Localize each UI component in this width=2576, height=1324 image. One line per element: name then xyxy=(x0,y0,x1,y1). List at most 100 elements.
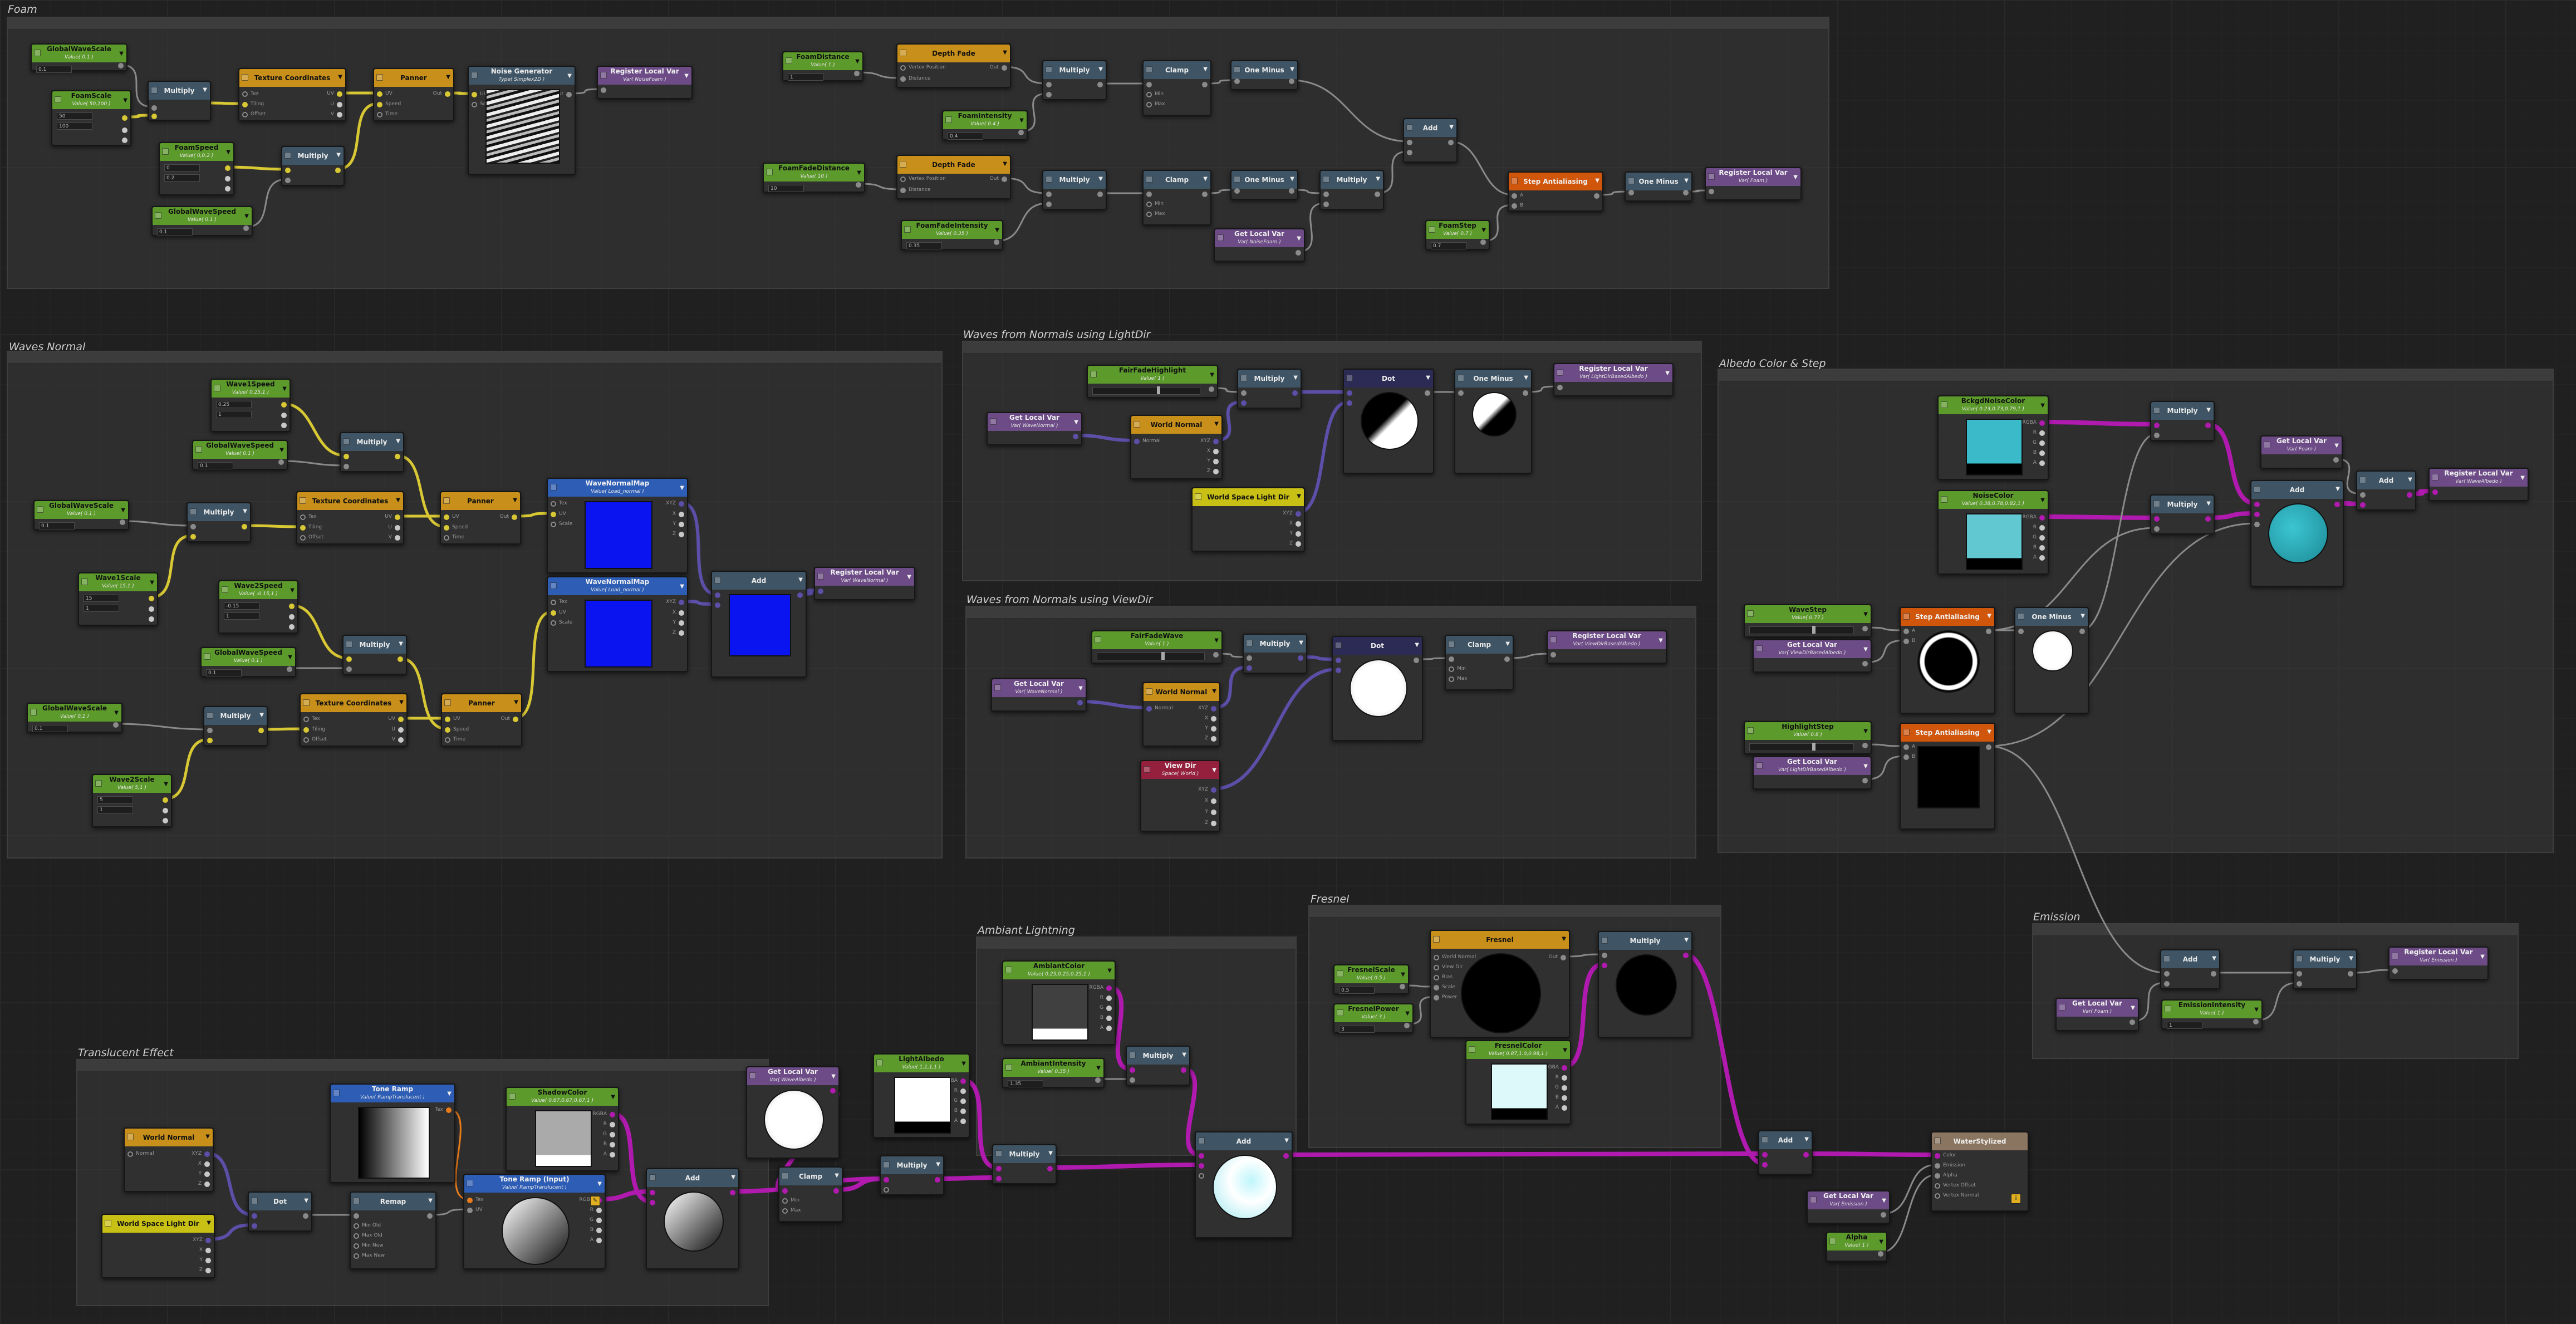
node-multiply-tr-2[interactable]: Multiply▼ xyxy=(992,1144,1057,1184)
node-header[interactable]: World Normal▼ xyxy=(1131,416,1221,434)
node-header[interactable]: Multiply▼ xyxy=(1599,932,1691,950)
output-port[interactable] xyxy=(2039,440,2045,446)
chevron-down-icon[interactable]: ▼ xyxy=(1684,937,1689,943)
input-port[interactable] xyxy=(1146,706,1152,712)
chevron-down-icon[interactable]: ▼ xyxy=(1048,1150,1053,1156)
output-port[interactable] xyxy=(337,112,342,117)
output-port[interactable] xyxy=(242,524,247,529)
output-port[interactable] xyxy=(679,522,684,527)
output-port[interactable] xyxy=(1209,386,1214,392)
input-port[interactable] xyxy=(190,534,196,540)
chevron-down-icon[interactable]: ▼ xyxy=(1481,227,1486,233)
input-port[interactable] xyxy=(377,102,382,107)
output-port[interactable] xyxy=(1095,1077,1101,1083)
input-port[interactable] xyxy=(551,522,556,527)
node-header[interactable]: Panner▼ xyxy=(374,69,453,87)
chevron-down-icon[interactable]: ▼ xyxy=(1212,767,1216,773)
input-port[interactable] xyxy=(551,620,556,626)
output-port[interactable] xyxy=(225,176,230,182)
input-port[interactable] xyxy=(551,512,556,517)
node-add-wn[interactable]: Add▼ xyxy=(711,571,807,678)
output-port[interactable] xyxy=(1106,1026,1112,1031)
input-port[interactable] xyxy=(2154,516,2160,522)
node-multiply-em[interactable]: Multiply▼ xyxy=(2293,949,2357,989)
node-header[interactable]: World Space Light Dir▼ xyxy=(102,1215,214,1233)
output-port[interactable] xyxy=(287,666,292,672)
node-header[interactable]: Add▼ xyxy=(647,1169,738,1187)
value-field[interactable]: 0.1 xyxy=(157,228,193,236)
input-port[interactable] xyxy=(1434,955,1439,960)
output-port[interactable] xyxy=(513,717,518,722)
output-port[interactable] xyxy=(1202,192,1208,197)
output-port[interactable] xyxy=(960,1099,966,1104)
input-port[interactable] xyxy=(551,610,556,616)
node-add-alb-2[interactable]: Add▼ xyxy=(2356,470,2416,511)
group-header[interactable] xyxy=(8,352,941,364)
node-header[interactable]: Dot▼ xyxy=(1333,637,1422,655)
value-field[interactable]: 0.5 xyxy=(1339,987,1375,994)
chevron-down-icon[interactable]: ▼ xyxy=(1863,611,1868,617)
node-add-final[interactable]: Add▼ xyxy=(1758,1130,1813,1175)
chevron-down-icon[interactable]: ▼ xyxy=(1804,1136,1809,1142)
output-port[interactable] xyxy=(2205,423,2211,428)
node-header[interactable]: Add▼ xyxy=(1196,1132,1292,1150)
input-port[interactable] xyxy=(1323,192,1329,197)
input-port[interactable] xyxy=(1134,439,1140,444)
group-header[interactable] xyxy=(1719,370,2553,382)
input-port[interactable] xyxy=(1935,1193,1940,1199)
input-port[interactable] xyxy=(1434,985,1439,990)
node-header[interactable]: Fresnel▼ xyxy=(1431,931,1569,949)
node-header[interactable]: Multiply▼ xyxy=(1043,171,1106,189)
chevron-down-icon[interactable]: ▼ xyxy=(259,712,264,718)
value-slider[interactable] xyxy=(1092,386,1200,395)
output-port[interactable] xyxy=(854,71,860,76)
output-port[interactable] xyxy=(2334,502,2340,507)
input-port[interactable] xyxy=(1146,192,1152,197)
output-port[interactable] xyxy=(596,1208,602,1213)
output-port[interactable] xyxy=(1862,778,1868,783)
input-port[interactable] xyxy=(996,1176,1002,1181)
node-header[interactable]: Dot▼ xyxy=(1344,370,1433,388)
node-header[interactable]: World Normal▼ xyxy=(125,1129,213,1146)
input-port[interactable] xyxy=(300,514,306,520)
output-port[interactable] xyxy=(303,1213,308,1219)
output-port[interactable] xyxy=(1400,984,1405,989)
input-port[interactable] xyxy=(242,91,248,97)
output-port[interactable] xyxy=(1986,744,1991,750)
output-port[interactable] xyxy=(1296,531,1301,537)
chevron-down-icon[interactable]: ▼ xyxy=(684,73,689,79)
chevron-down-icon[interactable]: ▼ xyxy=(399,641,403,647)
chevron-down-icon[interactable]: ▼ xyxy=(446,74,450,80)
output-port[interactable] xyxy=(679,600,684,605)
input-port[interactable] xyxy=(2164,971,2170,977)
output-port[interactable] xyxy=(1289,188,1294,194)
input-port[interactable] xyxy=(444,535,449,541)
node-header[interactable]: Multiply▼ xyxy=(344,636,406,654)
node-multiply-foam-2[interactable]: Multiply▼ xyxy=(281,146,345,186)
group-header[interactable] xyxy=(1309,906,1720,918)
chevron-down-icon[interactable]: ▼ xyxy=(1003,50,1007,56)
input-port[interactable] xyxy=(346,656,352,662)
node-header[interactable]: Add▼ xyxy=(2251,481,2343,499)
output-port[interactable] xyxy=(1803,1152,1809,1158)
input-port[interactable] xyxy=(467,1208,473,1213)
node-header[interactable]: Texture Coordinates▼ xyxy=(239,69,345,87)
node-header[interactable]: Add▼ xyxy=(1404,119,1456,137)
